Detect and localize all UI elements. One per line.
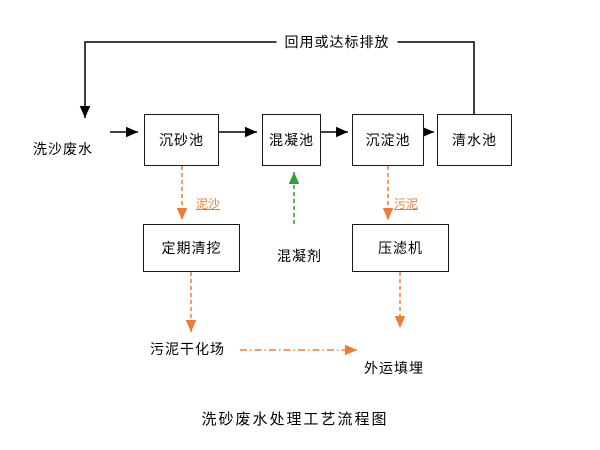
box-clean-water-tank: 清水池 [437,114,512,166]
box-periodic-dredging-label: 定期清挖 [161,240,222,256]
box-sedimentation-tank-label: 沉淀池 [365,132,411,148]
box-coagulation-tank: 混凝池 [262,114,321,166]
box-grit-tank-label: 沉砂池 [159,132,204,148]
recycle-line [79,41,475,118]
box-filter-press: 压滤机 [352,224,449,272]
box-grit-tank: 沉砂池 [144,114,219,166]
diagram-title: 洗砂废水处理工艺流程图 [201,411,389,428]
box-coagulation-tank-label: 混凝池 [269,132,314,148]
sediment-label: 泥沙 [196,197,221,211]
box-clean-water-tank-label: 清水池 [452,132,497,148]
box-filter-press-label: 压滤机 [378,240,423,256]
landfill-label: 外运填埋 [364,360,424,376]
sludge-label: 污泥 [394,197,419,211]
inlet-label: 洗沙废水 [33,141,93,157]
recycle-label: 回用或达标排放 [276,31,398,53]
box-periodic-dredging: 定期清挖 [143,224,240,272]
box-sedimentation-tank: 沉淀池 [352,114,424,166]
coagulant-label: 混凝剂 [277,248,322,264]
sludge-drying-field-label: 污泥干化场 [150,341,225,357]
